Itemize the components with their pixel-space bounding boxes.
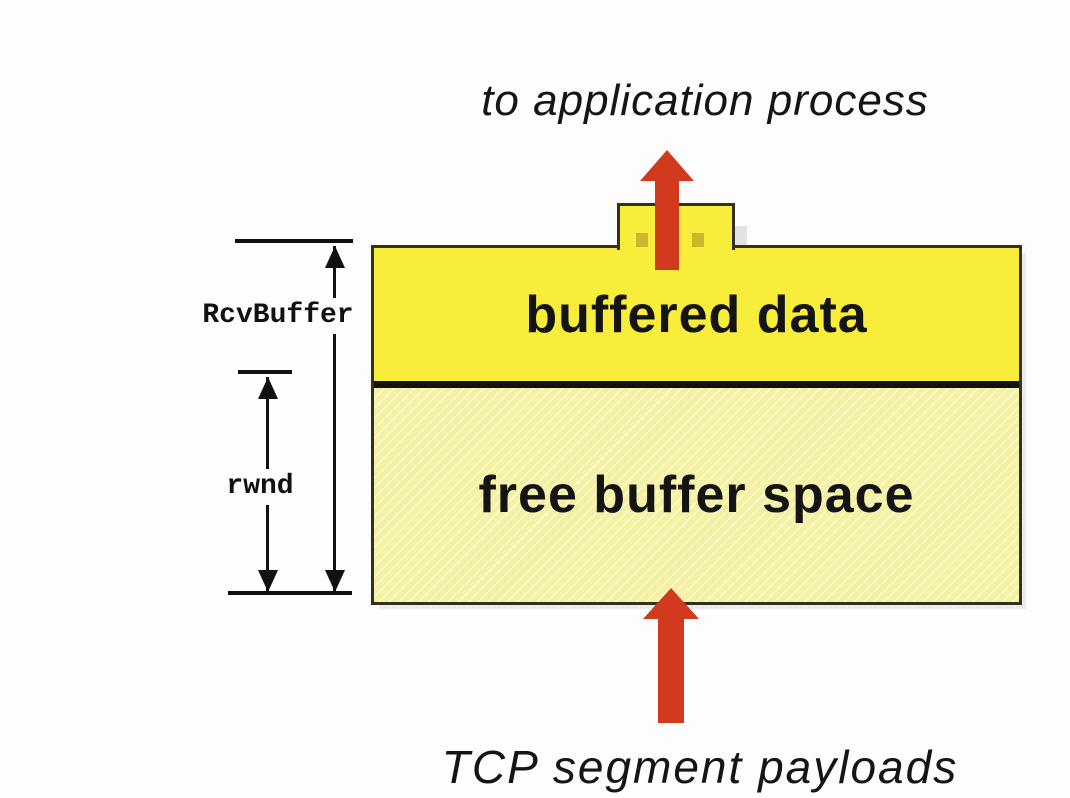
free-buffer-space-label: free buffer space [478, 466, 915, 524]
notch-data-mark [692, 233, 704, 247]
red-up-arrow-shaft [655, 179, 679, 270]
rwnd-top-tick [238, 370, 292, 374]
notch-data-mark [636, 233, 648, 247]
receive-buffer-box: buffered data free buffer space [371, 245, 1022, 605]
red-up-arrow-shaft [658, 617, 684, 723]
red-up-arrow-icon [640, 150, 694, 181]
red-up-arrow-icon [643, 588, 699, 619]
rcvbuffer-label: RcvBuffer [200, 298, 356, 334]
up-arrowhead-icon [258, 377, 278, 399]
buffered-data-section: buffered data [374, 248, 1019, 381]
rcvbuffer-dimension-line [333, 246, 336, 592]
to-application-process-label: to application process [481, 76, 929, 125]
tcp-segment-payloads-label: TCP segment payloads [441, 741, 959, 793]
rcvbuffer-top-tick [235, 239, 353, 243]
rwnd-label: rwnd [224, 469, 296, 505]
free-buffer-space-section: free buffer space [374, 388, 1019, 602]
down-arrowhead-icon [325, 570, 345, 592]
down-arrowhead-icon [258, 570, 278, 592]
buffered-data-label: buffered data [525, 285, 868, 344]
up-arrowhead-icon [325, 246, 345, 268]
notch-shadow [735, 226, 747, 250]
buffer-bottom-tick [228, 591, 352, 595]
buffer-divider-line [374, 381, 1019, 388]
